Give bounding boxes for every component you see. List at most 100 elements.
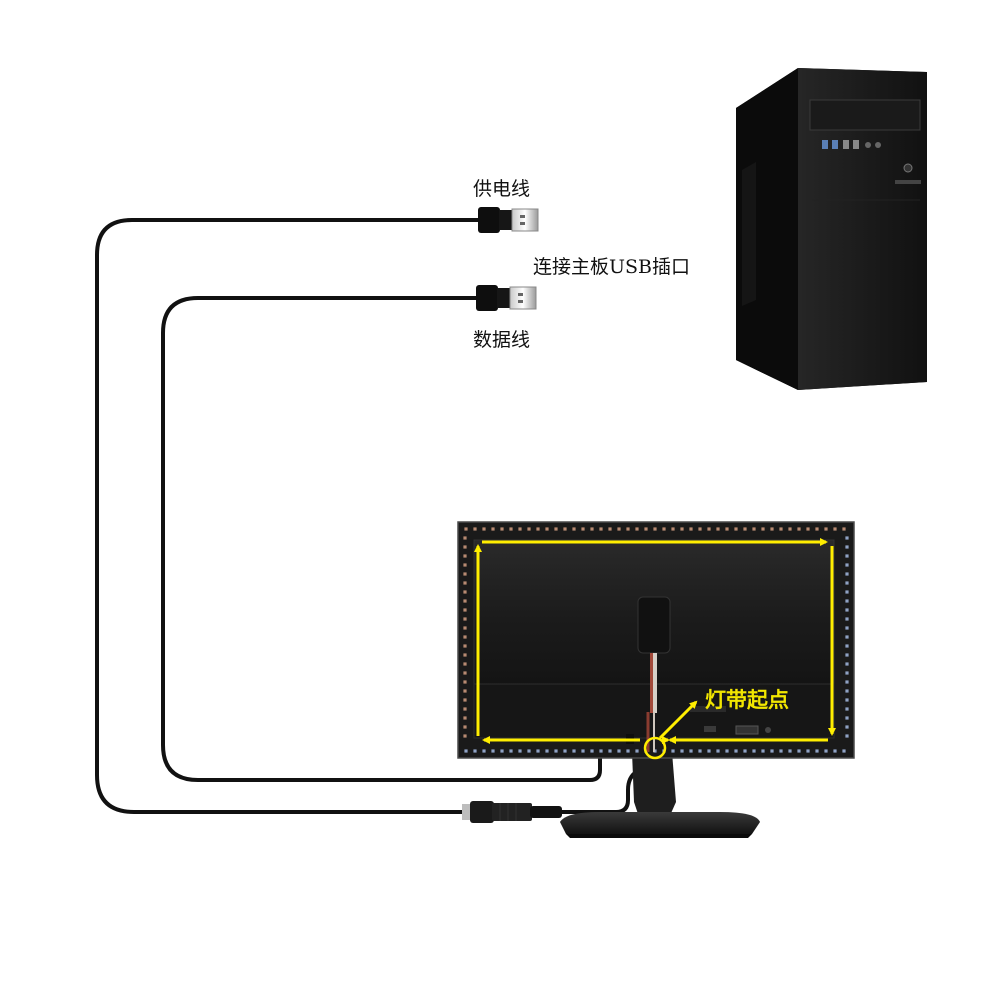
led-bead: [824, 527, 828, 531]
led-bead: [845, 662, 849, 666]
led-bead: [463, 662, 467, 666]
led-bead: [545, 527, 549, 531]
led-bead: [626, 527, 630, 531]
led-bead: [845, 644, 849, 648]
strip-start-label: 灯带起点: [705, 687, 789, 712]
led-bead: [590, 749, 594, 753]
led-bead: [491, 749, 495, 753]
led-bead: [680, 527, 684, 531]
led-bead: [845, 599, 849, 603]
led-bead: [698, 749, 702, 753]
led-bead: [463, 698, 467, 702]
led-bead: [725, 749, 729, 753]
led-bead: [845, 581, 849, 585]
controller-box-icon: [637, 596, 671, 752]
led-bead: [536, 749, 540, 753]
led-bead: [463, 680, 467, 684]
led-bead: [463, 725, 467, 729]
led-bead: [463, 572, 467, 576]
led-bead: [463, 635, 467, 639]
led-bead: [644, 527, 648, 531]
led-bead: [842, 527, 846, 531]
led-bead: [463, 554, 467, 558]
led-bead: [599, 527, 603, 531]
led-bead: [845, 707, 849, 711]
led-bead: [845, 590, 849, 594]
power-cable: [95, 218, 480, 814]
led-bead: [698, 527, 702, 531]
led-bead: [752, 749, 756, 753]
led-bead: [608, 749, 612, 753]
led-bead: [463, 590, 467, 594]
led-bead: [617, 749, 621, 753]
led-bead: [463, 734, 467, 738]
led-bead: [572, 749, 576, 753]
data-cable-label: 数据线: [473, 329, 531, 351]
led-bead: [463, 671, 467, 675]
led-bead: [734, 749, 738, 753]
led-bead: [845, 698, 849, 702]
led-bead: [473, 749, 477, 753]
led-bead: [689, 749, 693, 753]
led-bead: [788, 527, 792, 531]
led-strip: [463, 527, 849, 753]
led-bead: [617, 527, 621, 531]
led-bead: [779, 527, 783, 531]
power-cable-label: 供电线: [473, 178, 531, 200]
led-bead: [671, 749, 675, 753]
strip-start-marker: [643, 736, 667, 760]
led-bead: [554, 527, 558, 531]
led-bead: [536, 527, 540, 531]
led-bead: [527, 749, 531, 753]
led-bead: [464, 527, 468, 531]
arrow-to-start-label: [658, 700, 698, 740]
led-bead: [509, 749, 513, 753]
led-bead: [482, 527, 486, 531]
led-bead: [463, 599, 467, 603]
led-bead: [761, 749, 765, 753]
led-bead: [815, 527, 819, 531]
led-bead: [752, 527, 756, 531]
led-bead: [545, 749, 549, 753]
led-bead: [572, 527, 576, 531]
led-bead: [743, 527, 747, 531]
led-bead: [797, 527, 801, 531]
led-bead: [770, 749, 774, 753]
led-bead: [845, 734, 849, 738]
led-bead: [725, 527, 729, 531]
strip-direction-arrows: [474, 538, 836, 744]
led-bead: [590, 527, 594, 531]
led-bead: [761, 527, 765, 531]
led-bead: [463, 563, 467, 567]
led-bead: [463, 644, 467, 648]
led-bead: [563, 749, 567, 753]
led-bead: [842, 749, 846, 753]
led-bead: [463, 536, 467, 540]
led-bead: [845, 689, 849, 693]
dc-jack-icon: [462, 801, 562, 823]
led-bead: [797, 749, 801, 753]
led-bead: [806, 749, 810, 753]
led-bead: [509, 527, 513, 531]
led-bead: [491, 527, 495, 531]
led-bead: [464, 749, 468, 753]
led-bead: [845, 653, 849, 657]
led-bead: [581, 527, 585, 531]
led-bead: [463, 545, 467, 549]
led-bead: [680, 749, 684, 753]
monitor-stand: [560, 752, 760, 838]
led-bead: [599, 749, 603, 753]
led-bead: [608, 527, 612, 531]
led-bead: [473, 527, 477, 531]
led-bead: [463, 689, 467, 693]
led-bead: [463, 716, 467, 720]
led-bead: [845, 626, 849, 630]
led-bead: [635, 749, 639, 753]
tower-pc-icon: [736, 68, 927, 390]
led-bead: [635, 527, 639, 531]
led-bead: [463, 608, 467, 612]
led-bead: [815, 749, 819, 753]
led-bead: [833, 749, 837, 753]
